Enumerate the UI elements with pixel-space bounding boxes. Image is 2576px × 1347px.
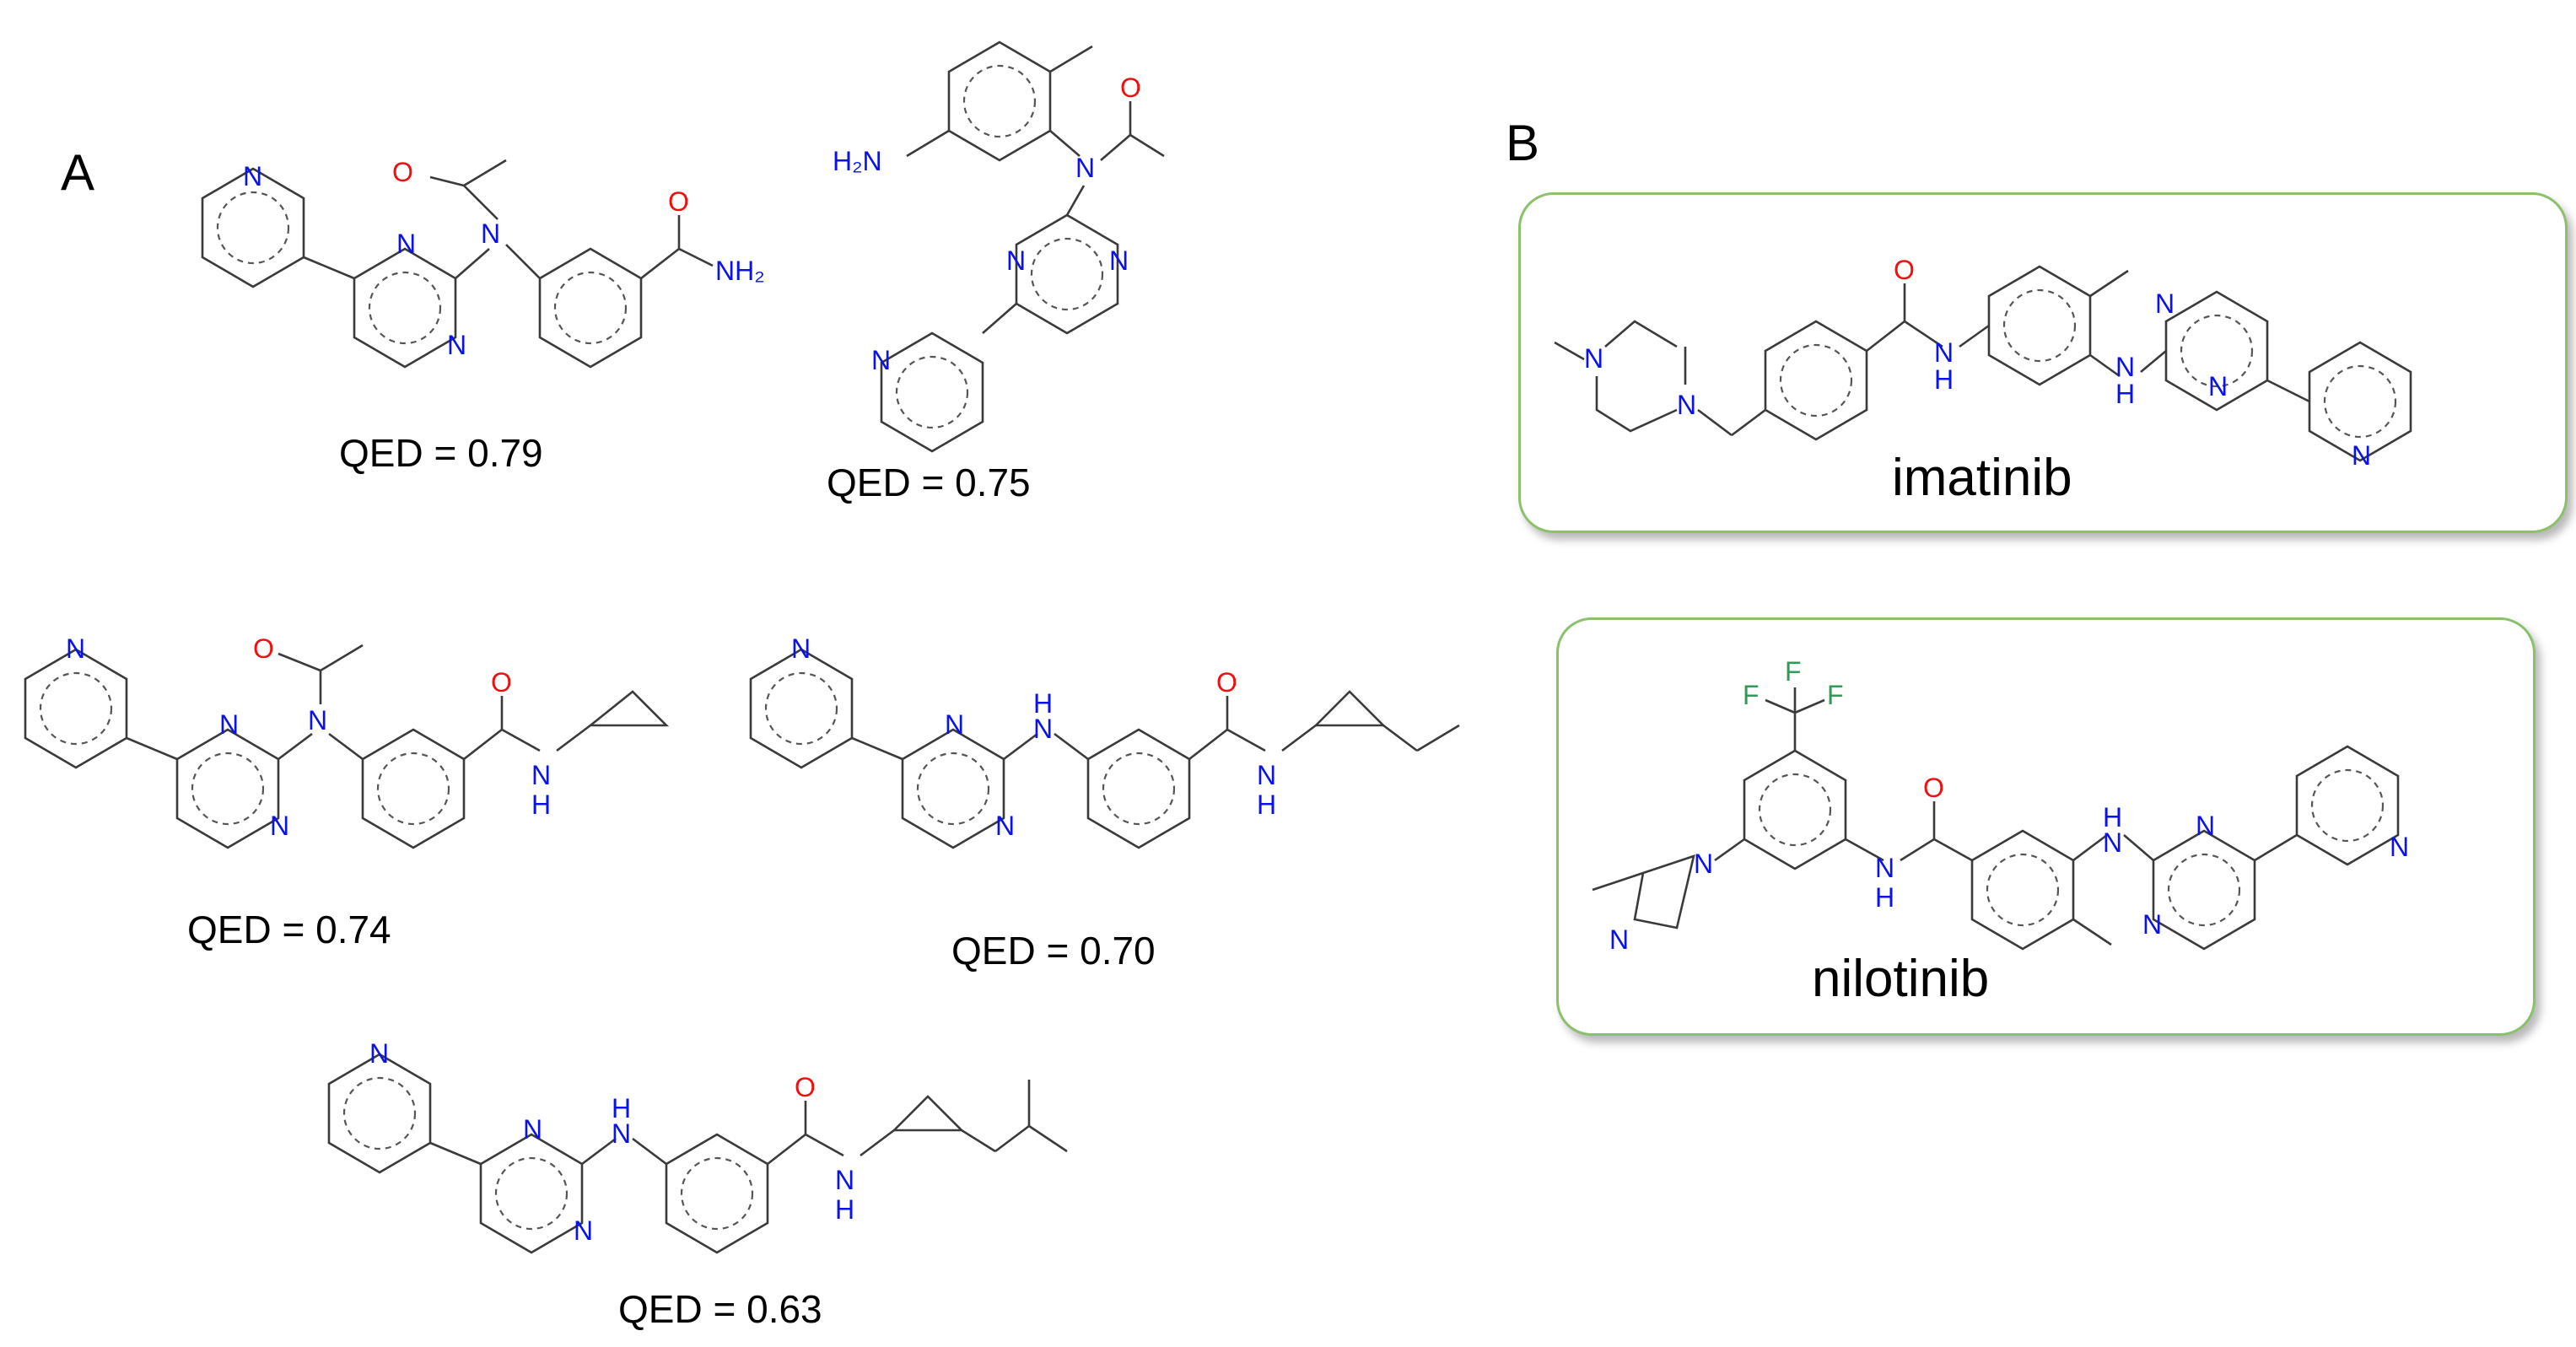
o-atom-label: O [795,1072,816,1102]
panel-a-label: A [61,144,95,201]
imatinib-structure: N N O N H N H N N N [1554,255,2412,471]
imatinib-box: N N O N H N H N N N imatinib [1518,192,2568,533]
n-atom-label: N [1075,153,1095,183]
o-atom-label: O [491,667,512,698]
n-atom-label: N [2155,288,2175,319]
n-atom-label: N [481,218,500,249]
o-atom-label: O [1120,73,1141,103]
n-atom-label: N [1257,760,1276,790]
n-atom-label: N [945,709,964,740]
n-atom-label: N [1875,853,1894,883]
n-atom-label: N [1934,337,1954,368]
imatinib-name: imatinib [1892,449,2072,507]
h2n-atom-label: H₂N [833,146,882,176]
qed-label-2: QED = 0.75 [827,461,1031,504]
molecule-5-structure: N N N H N O N H [327,1038,1068,1254]
n-atom-label: N [2142,909,2162,940]
h-atom-label: H [2103,802,2122,832]
n-atom-label: N [219,709,239,740]
n-atom-label: N [523,1114,542,1145]
h-atom-label: H [1257,789,1276,820]
n-atom-label: N [835,1165,854,1195]
qed-label-1: QED = 0.79 [339,431,543,475]
n-atom-label: N [2103,827,2122,858]
h-atom-label: H [1875,882,1894,913]
h-atom-label: H [835,1194,854,1225]
n-atom-label: N [2208,371,2228,401]
n-atom-label: N [871,345,891,375]
h-atom-label: H [1033,688,1053,719]
nilotinib-name: nilotinib [1812,950,1990,1008]
molecule-2-structure: H₂N N O N N N [833,40,1165,453]
n-atom-label: N [1694,849,1713,879]
qed-label-5: QED = 0.63 [618,1287,822,1331]
n-atom-label: N [1109,245,1129,276]
qed-label-4: QED = 0.70 [951,929,1156,973]
n-atom-label: N [66,633,85,664]
f-atom-label: F [1743,680,1760,710]
n-atom-label: N [995,811,1015,841]
n-atom-label: N [1677,390,1696,420]
o-atom-label: O [668,186,689,217]
h-atom-label: H [612,1093,631,1123]
panel-b-label: B [1506,115,1540,171]
o-atom-label: O [1923,773,1944,803]
molecule-4-structure: N N N H N O N H [749,633,1460,849]
o-atom-label: O [1216,667,1237,698]
nh2-atom-label: NH₂ [715,256,765,286]
h-atom-label: H [1934,364,1954,395]
n-atom-label: N [447,330,466,360]
molecule-3-structure: N N N N O O N H [24,633,670,849]
n-atom-label: N [1033,714,1053,744]
n-atom-label: N [1609,924,1629,955]
o-atom-label: O [1894,255,1915,285]
f-atom-label: F [1785,656,1802,687]
n-atom-label: N [791,633,811,664]
n-atom-label: N [396,229,416,259]
n-atom-label: N [1584,343,1603,374]
n-atom-label: N [243,161,262,191]
n-atom-label: N [612,1118,631,1149]
n-atom-label: N [2196,811,2215,841]
n-atom-label: N [270,811,289,841]
o-atom-label: O [253,633,274,664]
n-atom-label: N [2115,352,2135,382]
h-atom-label: H [2115,379,2135,409]
nilotinib-structure: F F F N N N H O H N N N [1592,656,2409,955]
molecule-1-structure: N N N N O O NH₂ [201,157,765,369]
n-atom-label: N [369,1038,389,1069]
n-atom-label: N [574,1215,593,1246]
nh-atom-label: N [531,760,551,790]
h-atom-label: H [531,789,551,820]
o-atom-label: O [392,157,413,187]
n-atom-label: N [308,705,327,735]
qed-label-3: QED = 0.74 [187,908,391,951]
n-atom-label: N [1006,245,1026,276]
n-atom-label: N [2352,440,2371,471]
nilotinib-box: F F F N N N H O H N N N [1556,617,2536,1036]
f-atom-label: F [1827,680,1844,710]
n-atom-label: N [2390,832,2409,862]
